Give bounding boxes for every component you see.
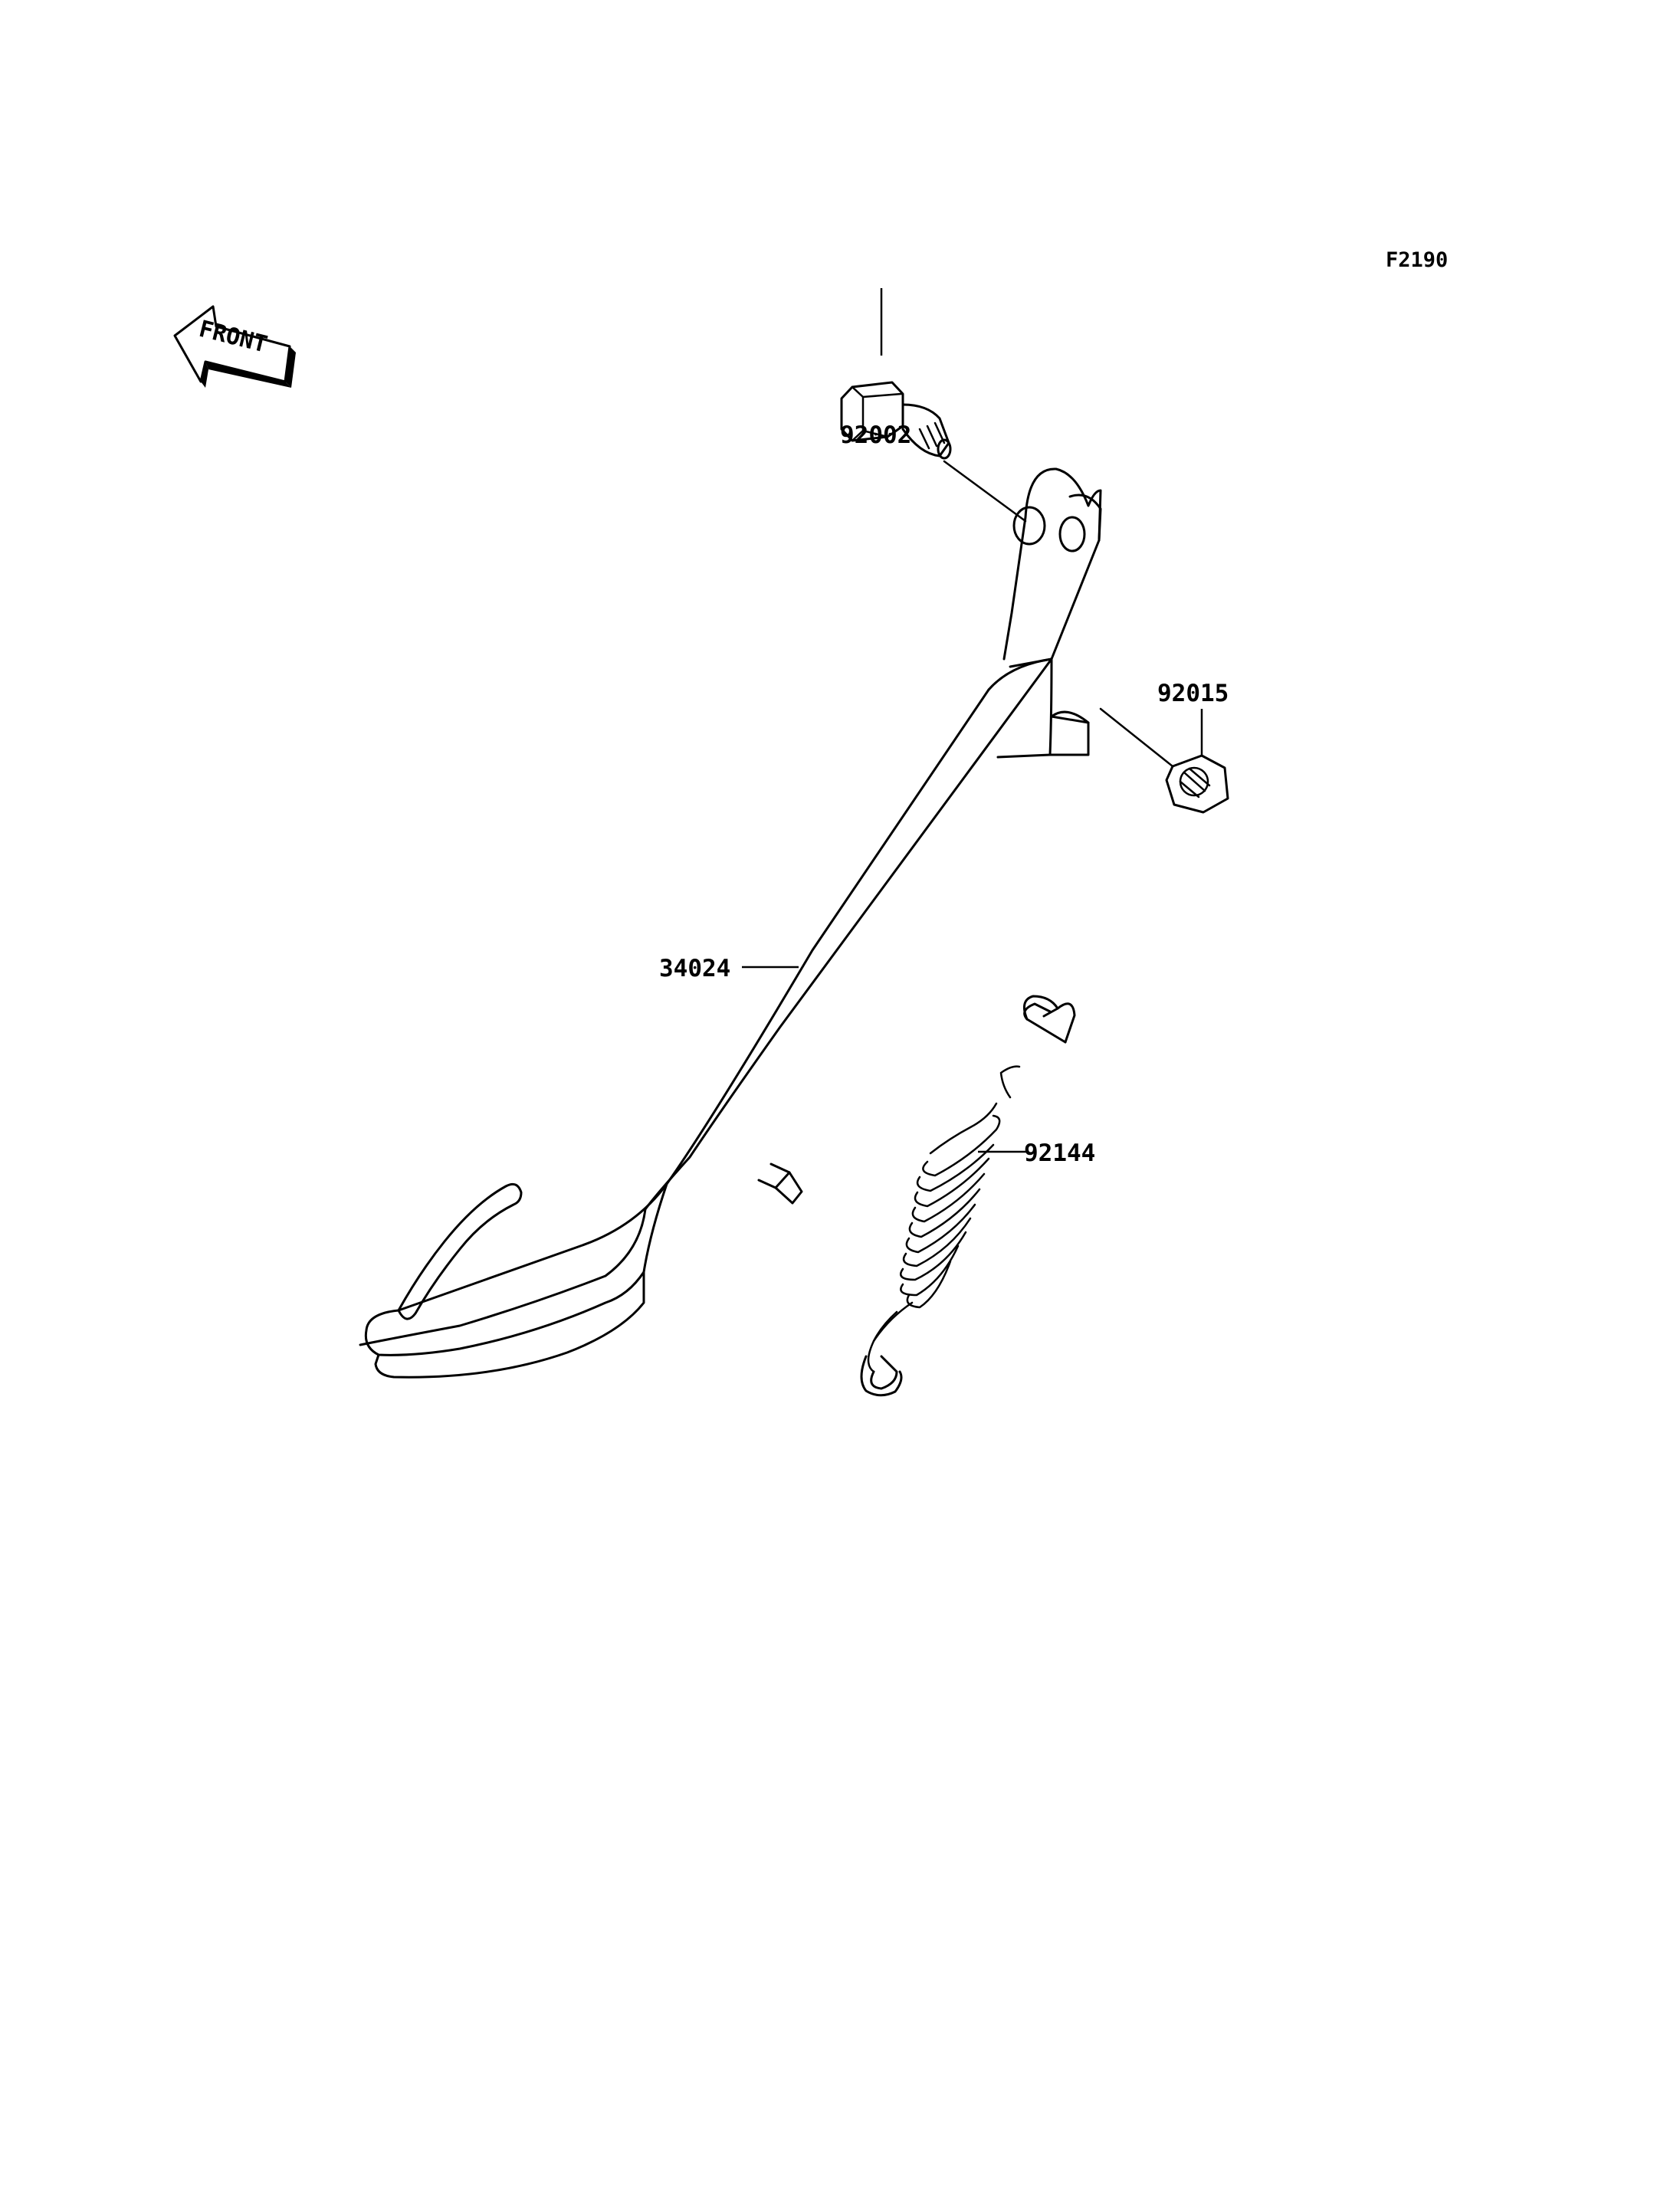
spring-coils <box>900 1114 1001 1309</box>
front-arrow-icon: FRONT <box>173 305 296 388</box>
part-label-92002: 92002 <box>840 421 911 449</box>
figure-code: F2190 <box>1386 248 1448 272</box>
bolt-92002 <box>840 381 952 460</box>
part-label-92015: 92015 <box>1157 680 1229 707</box>
part-label-34024: 34024 <box>659 955 730 982</box>
side-stand-34024 <box>359 467 1102 1379</box>
spring-92144 <box>860 995 1076 1397</box>
part-label-92144: 92144 <box>1024 1139 1095 1167</box>
nut-92015 <box>1099 707 1229 814</box>
